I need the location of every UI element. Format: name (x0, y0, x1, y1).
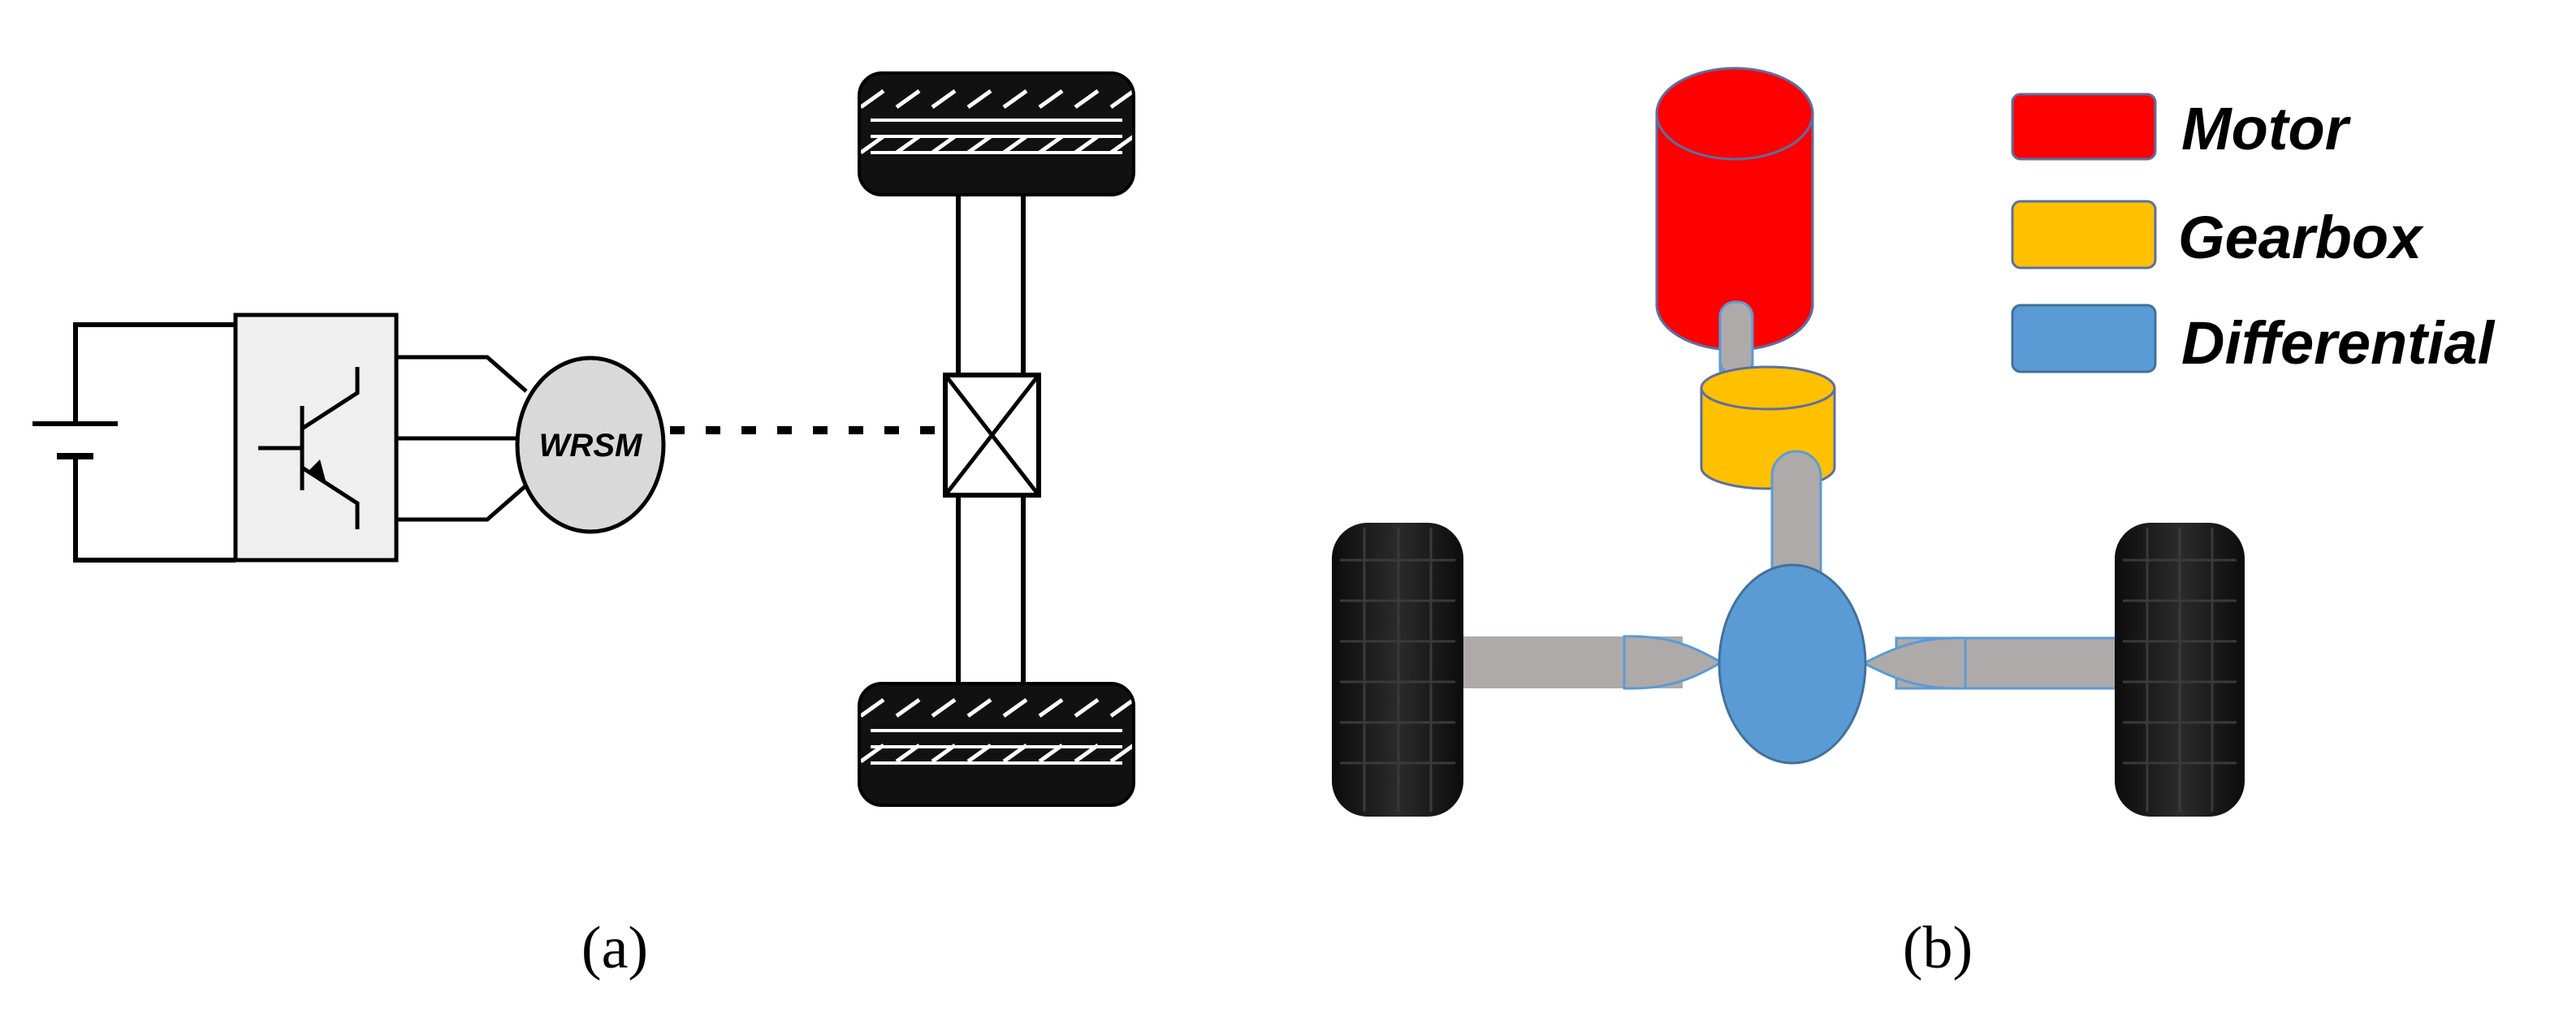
legend-label-differential: Differential (2181, 309, 2496, 377)
wheel-right (2115, 523, 2245, 817)
legend: Motor Gearbox Differential (2011, 93, 2496, 377)
right-shaft-joint (1861, 636, 1967, 690)
panel-b: Motor Gearbox Differential (b) (1332, 67, 2496, 981)
wheel-rear-bottom (858, 682, 1135, 807)
differential-box (943, 373, 1041, 498)
differential-ellipse (1718, 563, 1867, 765)
left-shaft-joint (1623, 635, 1725, 690)
legend-label-gearbox: Gearbox (2178, 204, 2424, 271)
wheel-front-top (858, 71, 1135, 196)
phase-wires (396, 355, 528, 522)
motor-cylinder (1655, 67, 1814, 351)
panel-a: WRSM (a) (32, 71, 1135, 981)
caption-b: (b) (1903, 915, 1973, 981)
emitter-arrow-icon (307, 459, 326, 484)
legend-swatch-gearbox (2011, 200, 2157, 269)
motor-output-shaft-top (1718, 300, 1754, 377)
wrsm-label: WRSM (539, 428, 643, 464)
inverter (233, 313, 399, 563)
caption-a: (a) (581, 915, 648, 981)
battery-symbol (32, 322, 236, 563)
wrsm-motor (515, 356, 666, 534)
wheel-left (1332, 523, 1463, 817)
legend-swatch-differential (2011, 304, 2157, 373)
legend-label-motor: Motor (2181, 95, 2352, 162)
legend-swatch-motor (2011, 93, 2157, 161)
